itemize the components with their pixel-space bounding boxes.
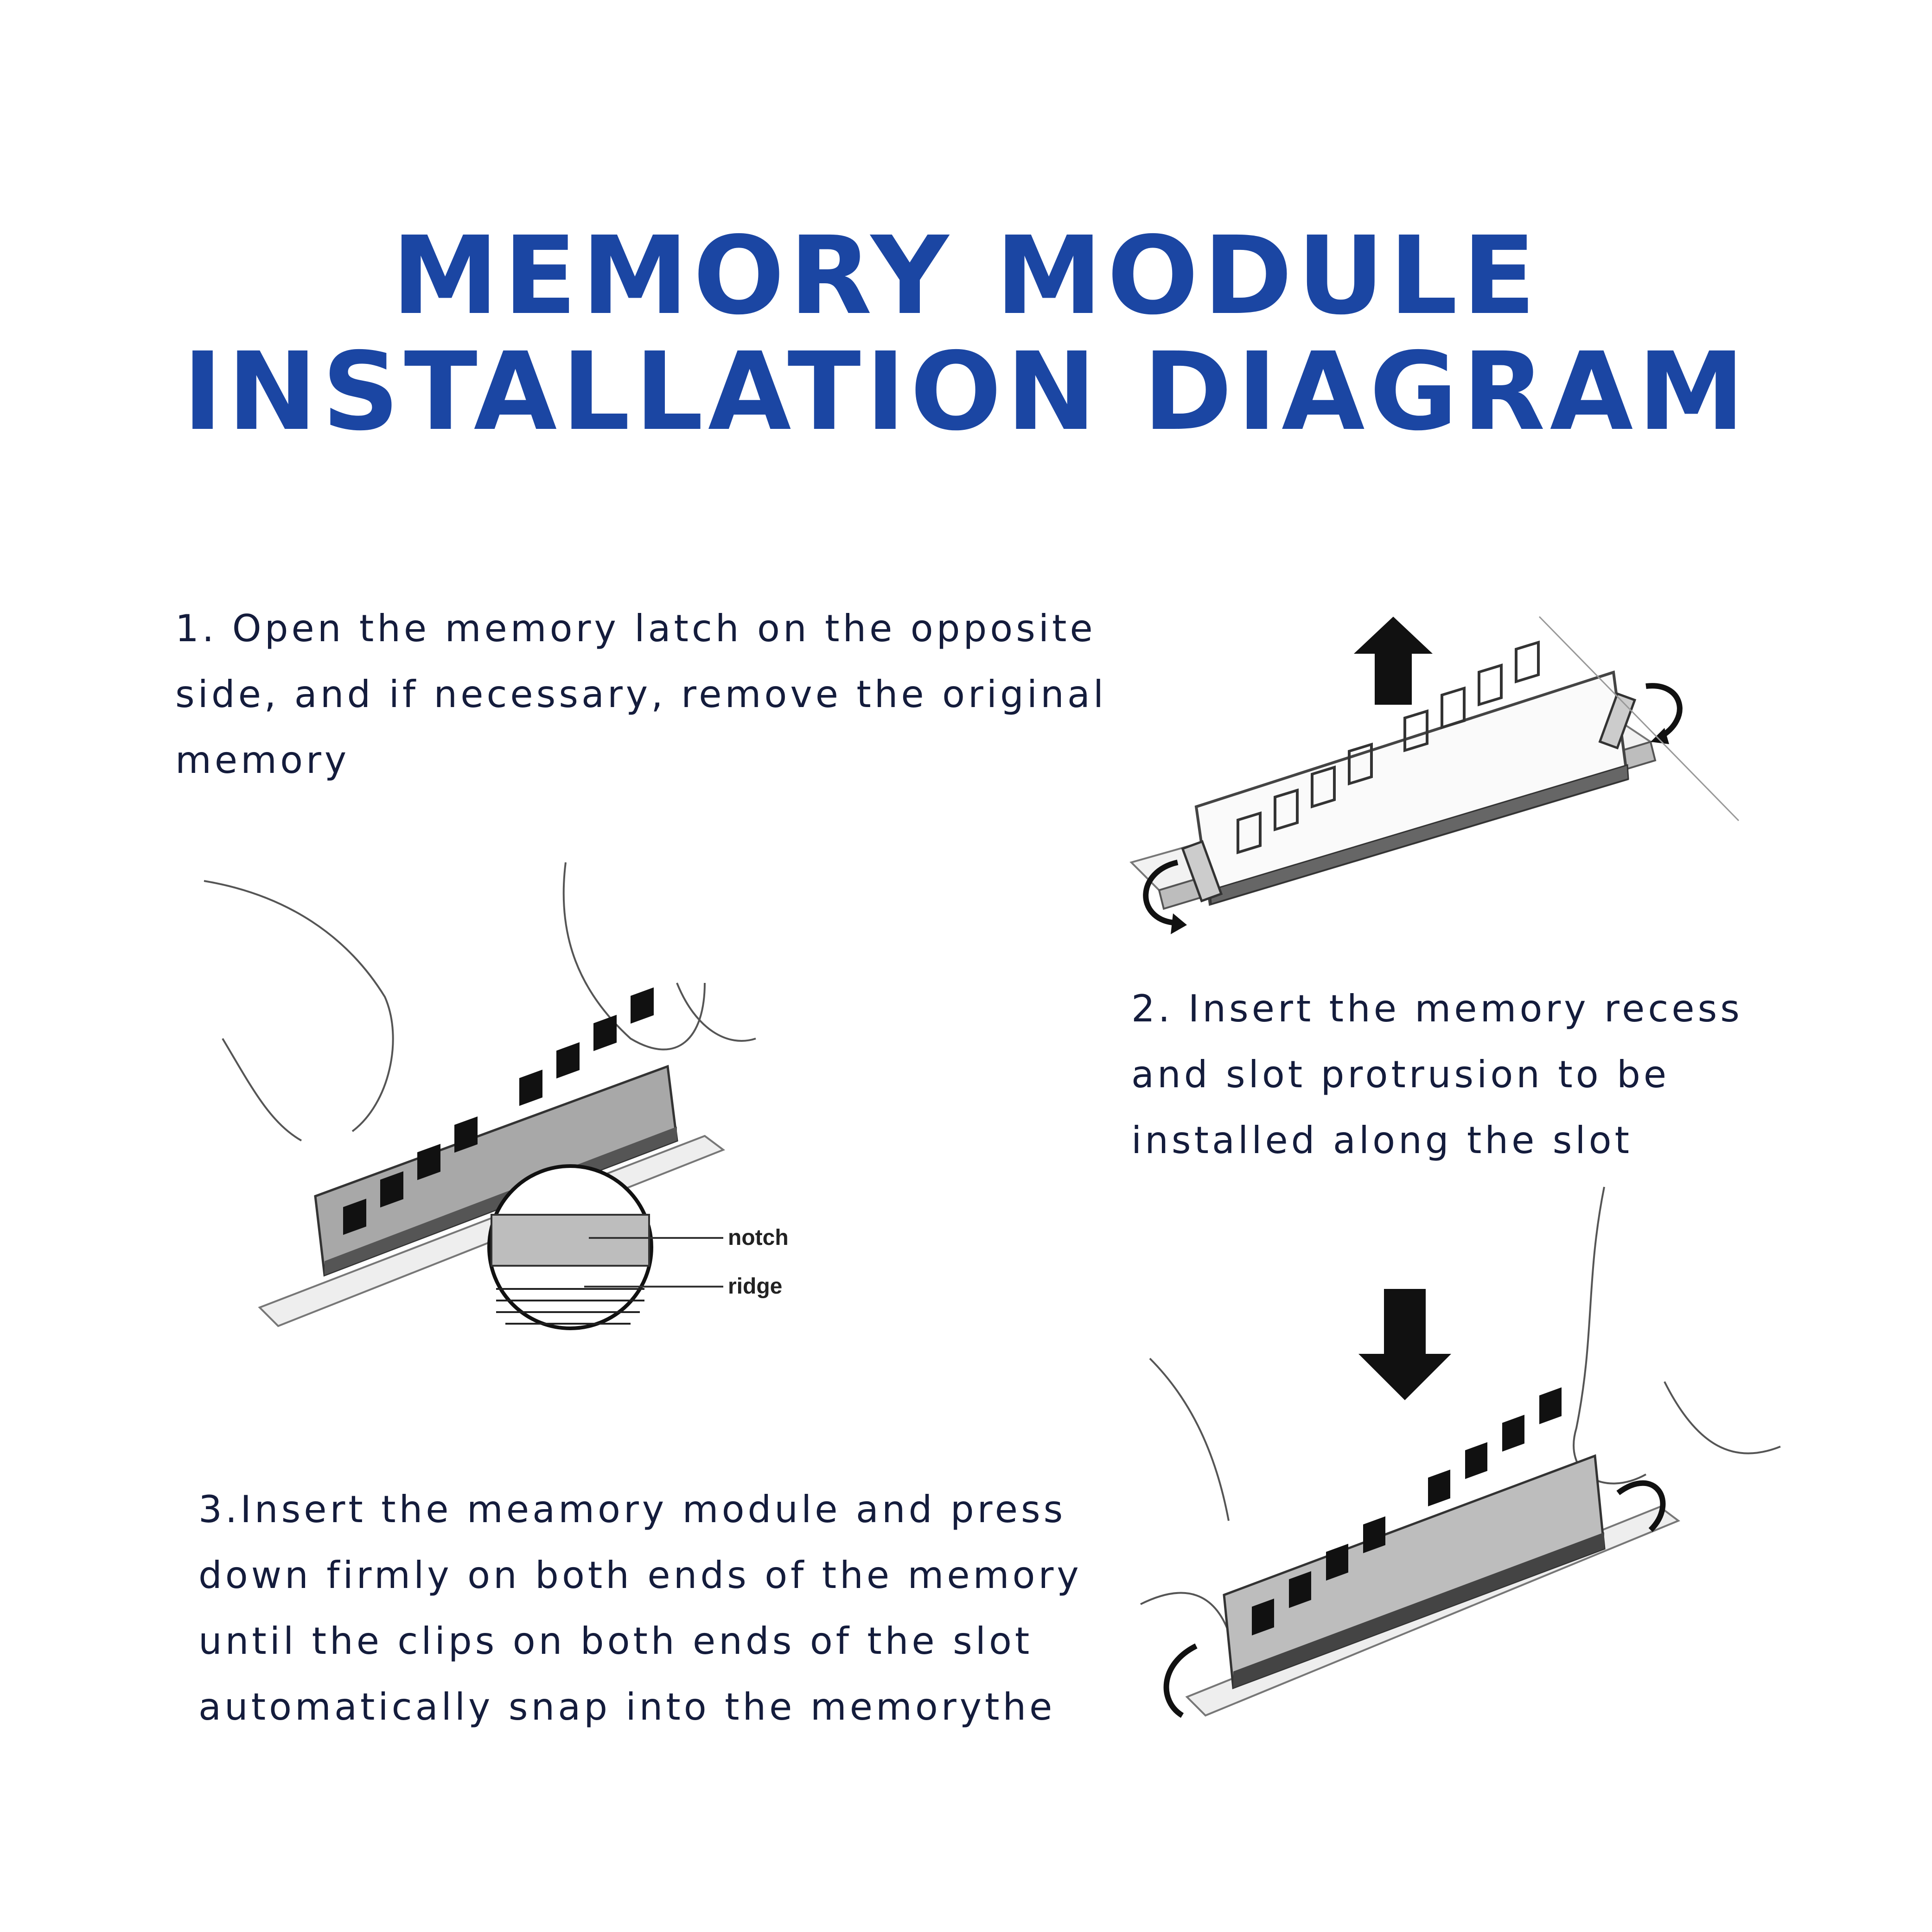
step-2-line: and slot protrusion to be [1131, 1053, 1670, 1096]
ridge-label: ridge [728, 1274, 782, 1299]
remove-memory-illustration [1129, 616, 1740, 934]
rotate-clip-icon [1163, 1643, 1198, 1718]
title-line-2: INSTALLATION DIAGRAM [182, 329, 1750, 454]
step-3-line: 3.Insert the meamory module and press [198, 1488, 1066, 1531]
arrow-down-icon [1358, 1289, 1451, 1400]
step-1-line: side, and if necessary, remove the origi… [175, 673, 1107, 716]
step-2-line: installed along the slot [1131, 1119, 1632, 1162]
title-line-1: MEMORY MODULE [391, 213, 1541, 338]
step-1-line: 1. Open the memory latch on the opposite [175, 607, 1096, 650]
step-3-line: down firmly on both ends of the memory [198, 1554, 1082, 1597]
notch-label: notch [728, 1225, 789, 1250]
rotate-clip-icon [1616, 1480, 1666, 1532]
step-2-line: 2. Insert the memory recess [1131, 987, 1743, 1030]
step-2-text: 2. Insert the memory recess and slot pro… [1131, 976, 1743, 1173]
step-3-text: 3.Insert the meamory module and press do… [198, 1477, 1082, 1740]
rotate-clip-icon [1143, 860, 1179, 925]
alignment-illustration: notch ridge [204, 862, 789, 1330]
press-memory-illustration [1140, 1186, 1781, 1718]
step-3-line: automatically snap into the memorythe [198, 1685, 1056, 1728]
rotate-clip-icon [1645, 683, 1683, 740]
arrow-up-icon [1354, 617, 1433, 705]
step-1-text: 1. Open the memory latch on the opposite… [175, 596, 1107, 793]
step-3-line: until the clips on both ends of the slot [198, 1620, 1033, 1663]
step-1-line: memory [175, 739, 350, 782]
